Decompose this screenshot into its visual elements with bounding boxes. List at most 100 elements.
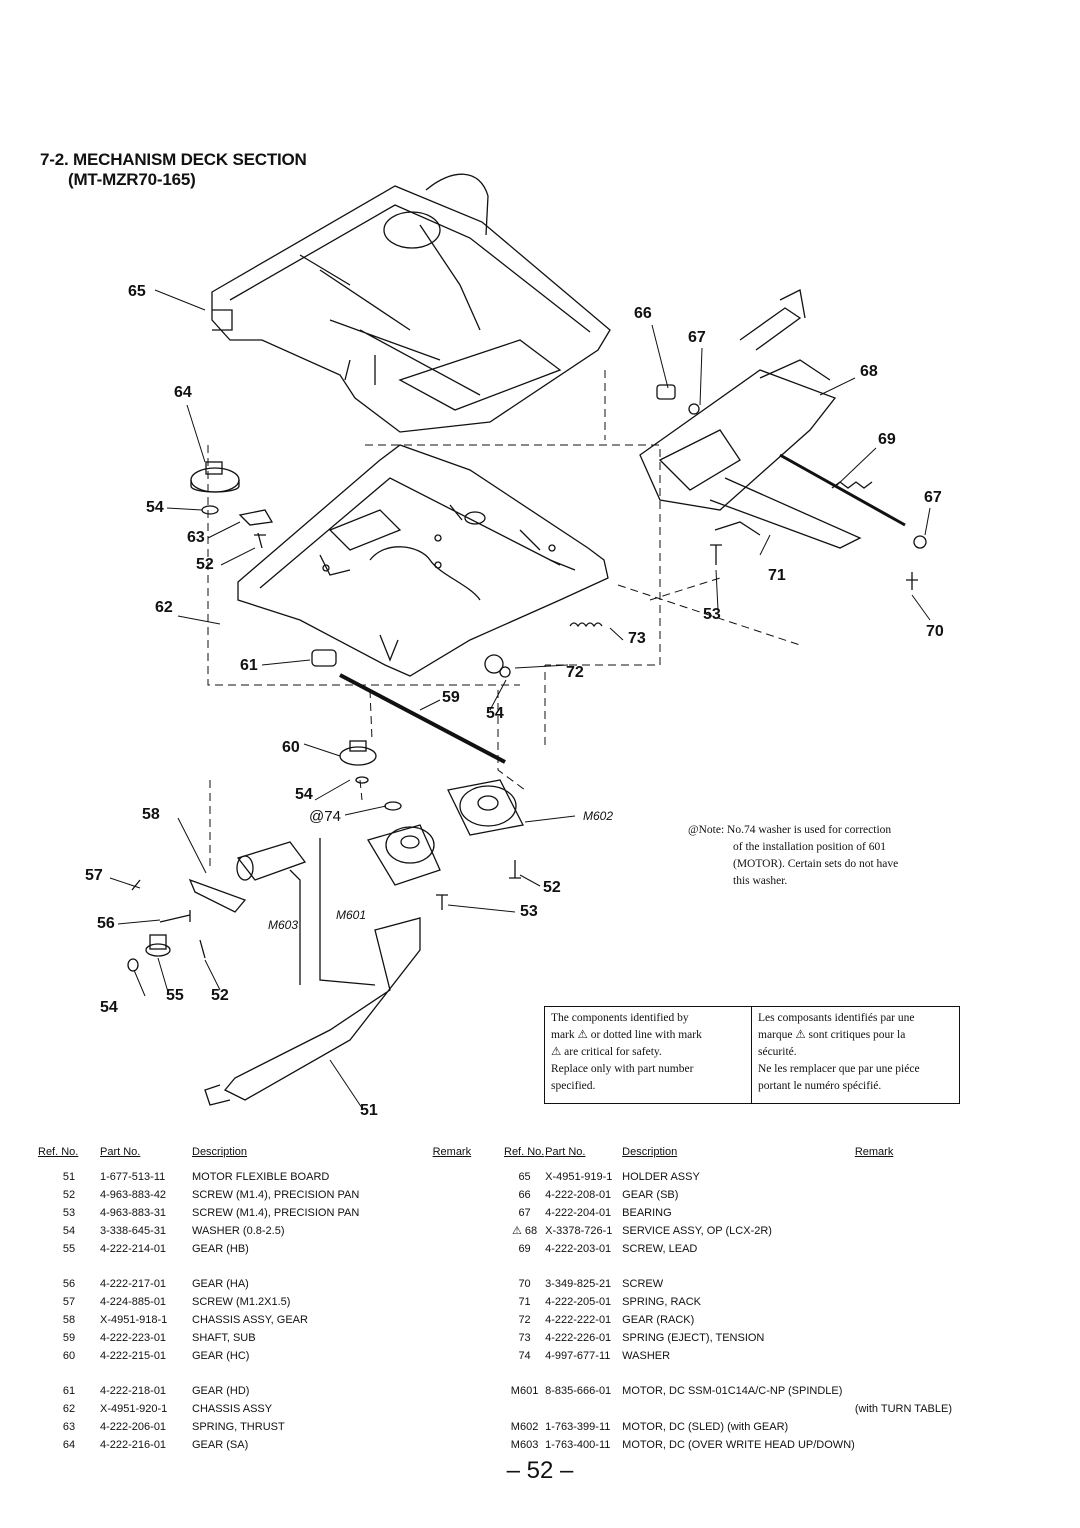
safety-line: specified. xyxy=(551,1080,596,1092)
table-row: 64 4-222-216-01 GEAR (SA) xyxy=(38,1436,488,1454)
safety-line: Les composants identifiés par une xyxy=(758,1012,915,1024)
ref-no-cell: 71 xyxy=(518,1296,531,1308)
note-line: this washer. xyxy=(733,875,788,887)
remark-cell xyxy=(433,1436,488,1454)
remark-cell xyxy=(433,1222,488,1240)
ref-no-cell: 70 xyxy=(518,1278,531,1290)
remark-cell xyxy=(433,1365,488,1400)
description-cell: MOTOR, DC SSM-01C14A/C-NP (SPINDLE) xyxy=(622,1385,843,1397)
safety-line: Replace only with part number xyxy=(551,1063,694,1075)
remark-cell xyxy=(855,1168,952,1186)
ref-no-cell: 67 xyxy=(518,1207,531,1219)
safety-line: ⚠ are critical for safety. xyxy=(551,1046,662,1058)
callout-65: 65 xyxy=(128,283,146,300)
callout-64: 64 xyxy=(174,384,192,401)
chassis-assy-drawing xyxy=(237,444,609,677)
description-cell: CHASSIS ASSY, GEAR xyxy=(192,1314,308,1326)
section-title-main: 7-2. MECHANISM DECK SECTION xyxy=(40,150,307,169)
note-line: of the installation position of 601 xyxy=(733,841,886,853)
ref-no-cell: 55 xyxy=(62,1243,76,1255)
table-row: ⚠ 68 X-3378-726-1 SERVICE ASSY, OP (LCX-2R… xyxy=(504,1222,952,1240)
ref-no-cell: 73 xyxy=(518,1332,531,1344)
part-no-cell: 4-222-216-01 xyxy=(100,1439,167,1451)
optical-pickup-drawing xyxy=(639,289,906,549)
ref-no-cell xyxy=(504,1400,545,1418)
safety-line: marque ⚠ sont critiques pour la xyxy=(758,1029,906,1041)
part-no-cell xyxy=(545,1400,622,1418)
callout-59: 59 xyxy=(442,689,460,706)
callout-54: 54 xyxy=(146,499,164,516)
callout-62: 62 xyxy=(155,599,173,616)
description-cell: SPRING (EJECT), TENSION xyxy=(622,1332,765,1344)
part-no-cell: 4-222-217-01 xyxy=(100,1278,167,1290)
description-cell: SERVICE ASSY, OP (LCX-2R) xyxy=(622,1225,772,1237)
description-cell: MOTOR, DC (OVER WRITE HEAD UP/DOWN) xyxy=(622,1439,855,1451)
part-no-cell: 4-222-226-01 xyxy=(545,1332,612,1344)
ref-no-cell: 51 xyxy=(62,1171,76,1183)
part-no-cell: 8-835-666-01 xyxy=(545,1385,612,1397)
description-cell: GEAR (SA) xyxy=(192,1439,249,1451)
remark-cell xyxy=(855,1347,952,1365)
header-remark: Remark xyxy=(854,1146,894,1158)
remark-cell xyxy=(433,1204,488,1222)
callout-57: 57 xyxy=(85,867,103,884)
remark-cell xyxy=(433,1400,488,1418)
description-cell: MOTOR, DC (SLED) (with GEAR) xyxy=(622,1421,789,1433)
label-m602: M602 xyxy=(583,809,614,823)
ref-no-cell: 66 xyxy=(518,1189,531,1201)
description-cell: SCREW (M1.4), PRECISION PAN xyxy=(192,1207,360,1219)
part-no-cell: 4-963-883-31 xyxy=(100,1207,167,1219)
ref-no-cell: 61 xyxy=(62,1385,76,1397)
remark-cell xyxy=(855,1222,952,1240)
header-desc: Description xyxy=(192,1146,248,1158)
callout-58: 58 xyxy=(142,806,160,823)
part-no-cell: 4-997-677-11 xyxy=(545,1350,611,1362)
ref-no-cell: 64 xyxy=(62,1439,76,1451)
part-no-cell: 4-222-206-01 xyxy=(100,1421,167,1433)
callout-52: 52 xyxy=(196,556,214,573)
part-no-cell: 4-222-215-01 xyxy=(100,1350,167,1362)
description-cell: CHASSIS ASSY xyxy=(192,1403,273,1415)
part-no-cell: 4-224-885-01 xyxy=(100,1296,167,1308)
part-no-cell: 1-763-399-11 xyxy=(545,1421,611,1433)
part-no-cell: 4-222-214-01 xyxy=(100,1243,167,1255)
label-m601: M601 xyxy=(336,908,367,922)
part-no-cell: 4-222-208-01 xyxy=(545,1189,612,1201)
description-cell: GEAR (RACK) xyxy=(622,1314,695,1326)
part-no-cell: 4-222-203-01 xyxy=(545,1243,612,1255)
safety-notice-english: The components identified by mark ⚠ or d… xyxy=(545,1007,752,1103)
ref-no-cell: 72 xyxy=(518,1314,531,1326)
part-no-cell: X-4951-918-1 xyxy=(100,1314,168,1326)
callout-66: 66 xyxy=(634,305,652,322)
remark-cell xyxy=(855,1293,952,1311)
part-no-cell: 4-222-223-01 xyxy=(100,1332,167,1344)
remark-cell xyxy=(433,1293,488,1311)
ref-no-cell: 60 xyxy=(62,1350,76,1362)
safety-line: mark ⚠ or dotted line with mark xyxy=(551,1029,702,1041)
header-desc: Description xyxy=(622,1146,678,1158)
header-part: Part No. xyxy=(545,1146,586,1158)
remark-cell xyxy=(855,1365,952,1400)
ref-no-cell: ⚠ 68 xyxy=(511,1225,538,1237)
remark-cell: (with TURN TABLE) xyxy=(854,1403,952,1415)
description-cell: SCREW (M1.4), PRECISION PAN xyxy=(192,1189,360,1201)
description-cell: HOLDER ASSY xyxy=(622,1171,700,1183)
callout-55: 55 xyxy=(166,987,184,1004)
part-no-cell: X-3378-726-1 xyxy=(545,1225,613,1237)
ref-no-cell: 69 xyxy=(518,1243,531,1255)
note-lead: @Note: No.74 washer is used for correcti… xyxy=(688,824,892,836)
callout-73: 73 xyxy=(628,630,646,647)
remark-cell xyxy=(855,1240,952,1258)
